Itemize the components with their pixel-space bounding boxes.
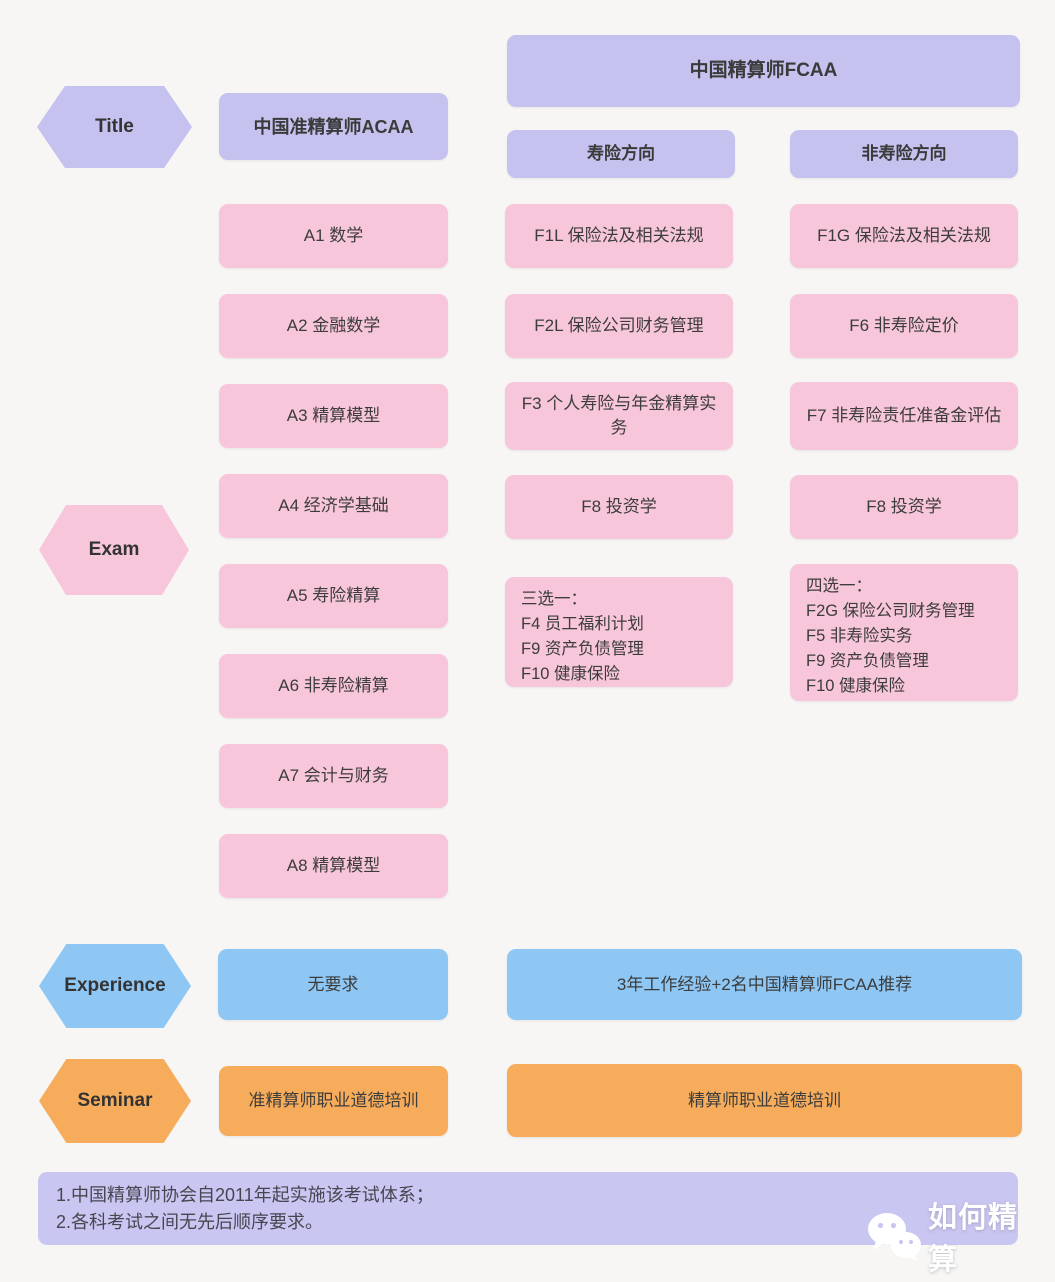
fcaa-life-exam-f8: F8 投资学	[505, 475, 733, 539]
note-line-1: 1.中国精算师协会自2011年起实施该考试体系；	[56, 1185, 434, 1205]
elective-option: F9 资产负债管理	[806, 652, 929, 670]
elective-option: F10 健康保险	[806, 677, 906, 695]
elective-option: F5 非寿险实务	[806, 627, 913, 645]
elective-option: F9 资产负债管理	[521, 640, 644, 658]
acaa-title: 中国准精算师ACAA	[219, 93, 448, 160]
fcaa-seminar-box: 精算师职业道德培训	[507, 1064, 1022, 1137]
acaa-exam-a7: A7 会计与财务	[219, 744, 448, 808]
note-line-2: 2.各科考试之间无先后顺序要求。	[56, 1212, 324, 1232]
fcaa-nonlife-exam-f6: F6 非寿险定价	[790, 294, 1018, 358]
elective-title: 三选一：	[521, 590, 587, 608]
fcaa-life-exam-f2l: F2L 保险公司财务管理	[505, 294, 733, 358]
acaa-experience-box: 无要求	[218, 949, 448, 1020]
elective-option: F10 健康保险	[521, 665, 621, 683]
elective-option: F2G 保险公司财务管理	[806, 602, 975, 620]
fcaa-experience-box: 3年工作经验+2名中国精算师FCAA推荐	[507, 949, 1022, 1020]
fcaa-life-elective-box: 三选一： F4 员工福利计划 F9 资产负债管理 F10 健康保险	[505, 577, 733, 687]
fcaa-life-exam-f1l: F1L 保险法及相关法规	[505, 204, 733, 268]
acaa-exam-a2: A2 金融数学	[219, 294, 448, 358]
acaa-exam-a6: A6 非寿险精算	[219, 654, 448, 718]
fcaa-nonlife-elective-box: 四选一： F2G 保险公司财务管理 F5 非寿险实务 F9 资产负债管理 F10…	[790, 564, 1018, 701]
notes-box: 1.中国精算师协会自2011年起实施该考试体系； 2.各科考试之间无先后顺序要求…	[38, 1172, 1018, 1245]
acaa-seminar-box: 准精算师职业道德培训	[219, 1066, 448, 1136]
acaa-exam-a4: A4 经济学基础	[219, 474, 448, 538]
fcaa-life-direction-header: 寿险方向	[507, 130, 735, 178]
fcaa-nonlife-exam-f8: F8 投资学	[790, 475, 1018, 539]
acaa-exam-a1: A1 数学	[219, 204, 448, 268]
row-label-exam: Exam	[39, 505, 189, 595]
row-label-seminar: Seminar	[39, 1059, 191, 1143]
elective-option: F4 员工福利计划	[521, 615, 644, 633]
fcaa-nonlife-direction-header: 非寿险方向	[790, 130, 1018, 178]
fcaa-life-exam-f3: F3 个人寿险与年金精算实务	[505, 382, 733, 450]
acaa-exam-a3: A3 精算模型	[219, 384, 448, 448]
elective-title: 四选一：	[806, 577, 872, 595]
acaa-exam-a8: A8 精算模型	[219, 834, 448, 898]
row-label-experience: Experience	[39, 944, 191, 1028]
fcaa-nonlife-exam-f1g: F1G 保险法及相关法规	[790, 204, 1018, 268]
row-label-title: Title	[37, 86, 192, 168]
fcaa-title: 中国精算师FCAA	[507, 35, 1020, 107]
fcaa-nonlife-exam-f7: F7 非寿险责任准备金评估	[790, 382, 1018, 450]
acaa-exam-a5: A5 寿险精算	[219, 564, 448, 628]
